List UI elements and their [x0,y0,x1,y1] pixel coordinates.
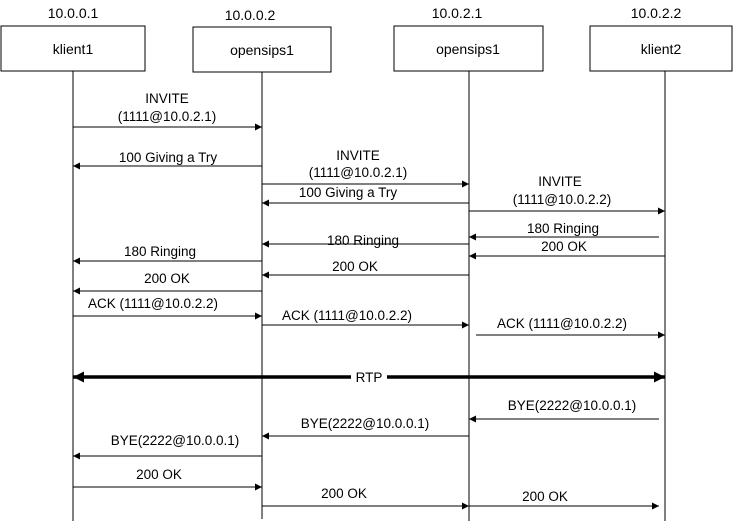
message-100-os2-to-os1: 100 Giving a Try [262,185,469,207]
message-label: 200 OK [321,486,367,501]
message-label: ACK (1111@10.0.2.2) [88,296,218,311]
message-invite-os2-to-k2: INVITE (1111@10.0.2.2) [469,174,665,215]
message-label: INVITE [145,91,189,106]
message-label: 100 Giving a Try [299,185,398,200]
message-ack-k1-to-os1: ACK (1111@10.0.2.2) [73,296,262,320]
participant-name: klient1 [53,41,94,57]
message-label: 180 Ringing [527,221,599,236]
message-180-k2-to-os2: 180 Ringing [469,221,659,241]
participant-box [0,25,146,72]
message-label: 200 OK [144,271,190,286]
message-ack-os1-to-os2: ACK (1111@10.0.2.2) [262,308,469,329]
message-label: ACK (1111@10.0.2.2) [282,308,412,323]
message-label: BYE(2222@10.0.0.1) [111,433,240,448]
message-label: RTP [356,370,383,385]
message-label: (1111@10.0.2.1) [118,109,217,124]
message-180-os1-to-k1: 180 Ringing [73,244,262,265]
message-invite-k1-to-os1: INVITE (1111@10.0.2.1) [73,91,262,131]
message-ack-os2-to-k2: ACK (1111@10.0.2.2) [476,316,665,339]
message-label: (1111@10.0.2.2) [513,192,612,207]
participant-address: 10.0.0.1 [48,5,99,21]
message-label: BYE(2222@10.0.0.1) [301,416,430,431]
message-bye-os2-to-os1: BYE(2222@10.0.0.1) [262,416,469,440]
message-200-os1-to-os2: 200 OK [262,486,469,510]
message-label: 180 Ringing [327,233,399,248]
participant-name: opensips1 [230,42,294,58]
participant-address: 10.0.0.2 [225,7,276,23]
message-label: INVITE [336,148,380,163]
message-label-background [351,369,387,385]
message-label: 100 Giving a Try [119,150,218,165]
message-bye-k2-to-os2: BYE(2222@10.0.0.1) [469,398,659,423]
message-label: 200 OK [541,239,587,254]
participant-name: opensips1 [436,41,500,57]
message-label: ACK (1111@10.0.2.2) [497,316,627,331]
message-label: INVITE [538,174,582,189]
message-rtp: RTP [73,369,665,385]
message-invite-os1-to-os2: INVITE (1111@10.0.2.1) [262,148,469,188]
participant-box [393,25,544,72]
message-200-k1-to-os1: 200 OK [73,467,262,491]
message-label: 200 OK [332,259,378,274]
message-label: 200 OK [522,489,568,504]
message-bye-os1-to-k1: BYE(2222@10.0.0.1) [73,433,262,460]
message-label: BYE(2222@10.0.0.1) [508,398,637,413]
message-200-os2-to-os1: 200 OK [262,259,469,279]
participant-box [589,25,733,72]
message-200-os2-to-k2: 200 OK [469,489,659,510]
message-label: (1111@10.0.2.1) [309,165,408,180]
message-200-k2-to-os2: 200 OK [469,239,665,260]
message-label: 200 OK [136,467,182,482]
message-200-os1-to-k1: 200 OK [73,271,262,295]
participant-name: klient2 [641,41,682,57]
participant-address: 10.0.2.2 [631,5,682,21]
message-label: 180 Ringing [124,244,196,259]
message-180-os2-to-os1: 180 Ringing [262,233,469,248]
message-100-os1-to-k1: 100 Giving a Try [73,150,262,170]
participant-box [192,26,332,73]
participant-address: 10.0.2.1 [432,5,483,21]
